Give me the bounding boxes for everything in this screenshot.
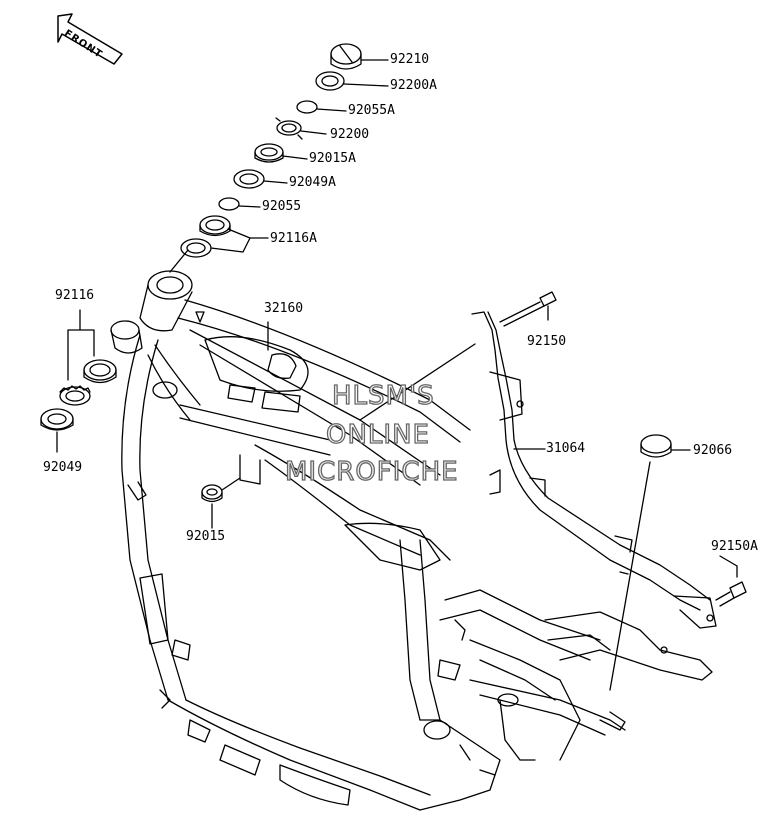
part-label-92200A[interactable]: 92200A (390, 78, 437, 93)
part-label-92116A[interactable]: 92116A (270, 231, 317, 246)
part-label-92210[interactable]: 92210 (390, 52, 430, 67)
watermark-line-3: MICROFICHE (284, 456, 459, 487)
part-label-31064[interactable]: 31064 (546, 441, 586, 456)
part-label-92049A[interactable]: 92049A (289, 175, 336, 190)
part-label-92200[interactable]: 92200 (330, 127, 370, 142)
rear-rail-31064-part (471, 311, 717, 681)
part-label-92150A[interactable]: 92150A (711, 539, 758, 554)
washer-92049A-part (233, 169, 288, 189)
washer-92200A-part (315, 71, 389, 91)
part-label-92055[interactable]: 92055 (262, 199, 302, 214)
bearing-92116A-part (180, 215, 269, 258)
bolt-92150-part (499, 291, 557, 327)
front-arrow-icon (57, 13, 123, 65)
bearing-92116-part (59, 309, 117, 406)
watermark-line-2: ONLINE (325, 419, 430, 450)
bolt-92150A-part (715, 565, 747, 607)
leader-lines (169, 249, 738, 567)
part-label-92066[interactable]: 92066 (693, 443, 733, 458)
part-label-92116[interactable]: 92116 (55, 288, 95, 303)
part-label-92049[interactable]: 92049 (43, 460, 83, 475)
oring-92055A-part (296, 100, 347, 114)
lock-washer-92200-part (275, 117, 327, 140)
cap-92066-part (609, 434, 691, 691)
part-label-92015A[interactable]: 92015A (309, 151, 356, 166)
nut-92015A-part (254, 143, 308, 163)
part-label-92150[interactable]: 92150 (527, 334, 567, 349)
part-label-92015[interactable]: 92015 (186, 529, 226, 544)
nut-92015-part (201, 477, 241, 529)
watermark-line-1: HLSM'S (331, 380, 435, 411)
oring-92055-part (218, 197, 261, 211)
part-label-92055A[interactable]: 92055A (348, 103, 395, 118)
washer-92049-part (40, 408, 74, 453)
frame-32160-part (110, 270, 626, 811)
part-label-32160[interactable]: 32160 (264, 301, 304, 316)
cap-nut-92210-part (330, 43, 389, 70)
